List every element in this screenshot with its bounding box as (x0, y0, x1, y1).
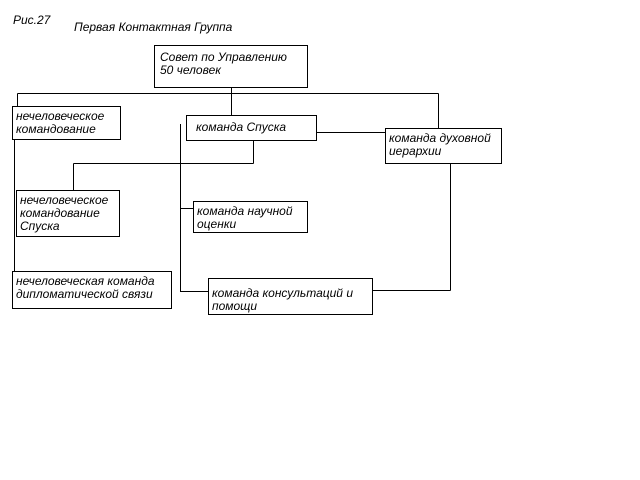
consult-team-label: команда консультаций и помощи (212, 286, 353, 313)
descent-team-box: команда Спуска (186, 115, 317, 141)
nonhuman-command-descent-box: нечеловеческое командование Спуска (16, 190, 120, 237)
nonhuman-command-box: нечеловеческое командование (12, 106, 121, 140)
descent-team-label: команда Спуска (196, 120, 287, 134)
diplomatic-team-label: нечеловеческая команда дипломатической с… (16, 274, 155, 301)
nonhuman-command-label: нечеловеческое командование (16, 109, 105, 136)
consult-team-box: команда консультаций и помощи (208, 278, 373, 315)
spiritual-team-box: команда духовной иерархии (385, 128, 502, 164)
council-label: Совет по Управлению 50 человек (160, 50, 287, 77)
nonhuman-command-descent-label: нечеловеческое командование Спуска (20, 193, 109, 233)
figure-label: Рис.27 (13, 13, 51, 27)
spiritual-team-label: команда духовной иерархии (389, 131, 491, 158)
science-team-label: команда научной оценки (197, 204, 293, 231)
science-team-box: команда научной оценки (193, 201, 308, 233)
diplomatic-team-box: нечеловеческая команда дипломатической с… (12, 271, 172, 309)
council-box: Совет по Управлению 50 человек (154, 45, 308, 88)
figure-title: Первая Контактная Группа (74, 20, 233, 34)
